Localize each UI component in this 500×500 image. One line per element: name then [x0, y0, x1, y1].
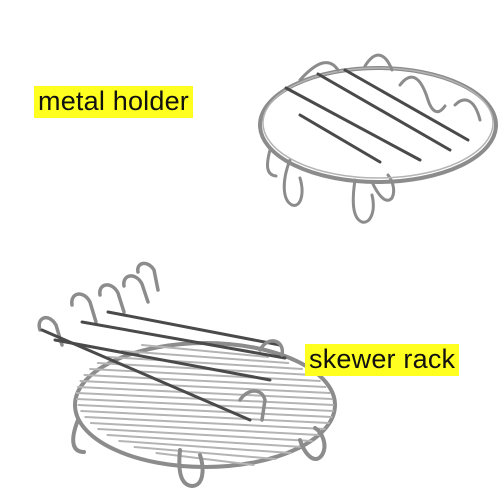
grid-wire	[76, 398, 334, 412]
grid-wire	[80, 410, 330, 424]
grid-wire	[133, 446, 277, 460]
grid-wire	[84, 416, 326, 430]
grid-wire	[141, 344, 269, 358]
grid-wire	[89, 368, 321, 382]
grid-wire	[79, 380, 331, 394]
grid-wire	[155, 452, 255, 466]
metal-holder-label: metal holder	[34, 86, 193, 118]
grid-wire	[106, 434, 304, 448]
grid-wire	[118, 440, 292, 454]
grid-wire	[106, 356, 304, 370]
grid-wire	[77, 404, 333, 418]
grid-wire	[89, 422, 321, 436]
grid-wire	[83, 374, 327, 388]
skewer-rack-label: skewer rack	[305, 344, 460, 376]
grid-wire	[97, 428, 313, 442]
grid-wire	[120, 350, 290, 364]
grid-wire	[76, 386, 334, 400]
